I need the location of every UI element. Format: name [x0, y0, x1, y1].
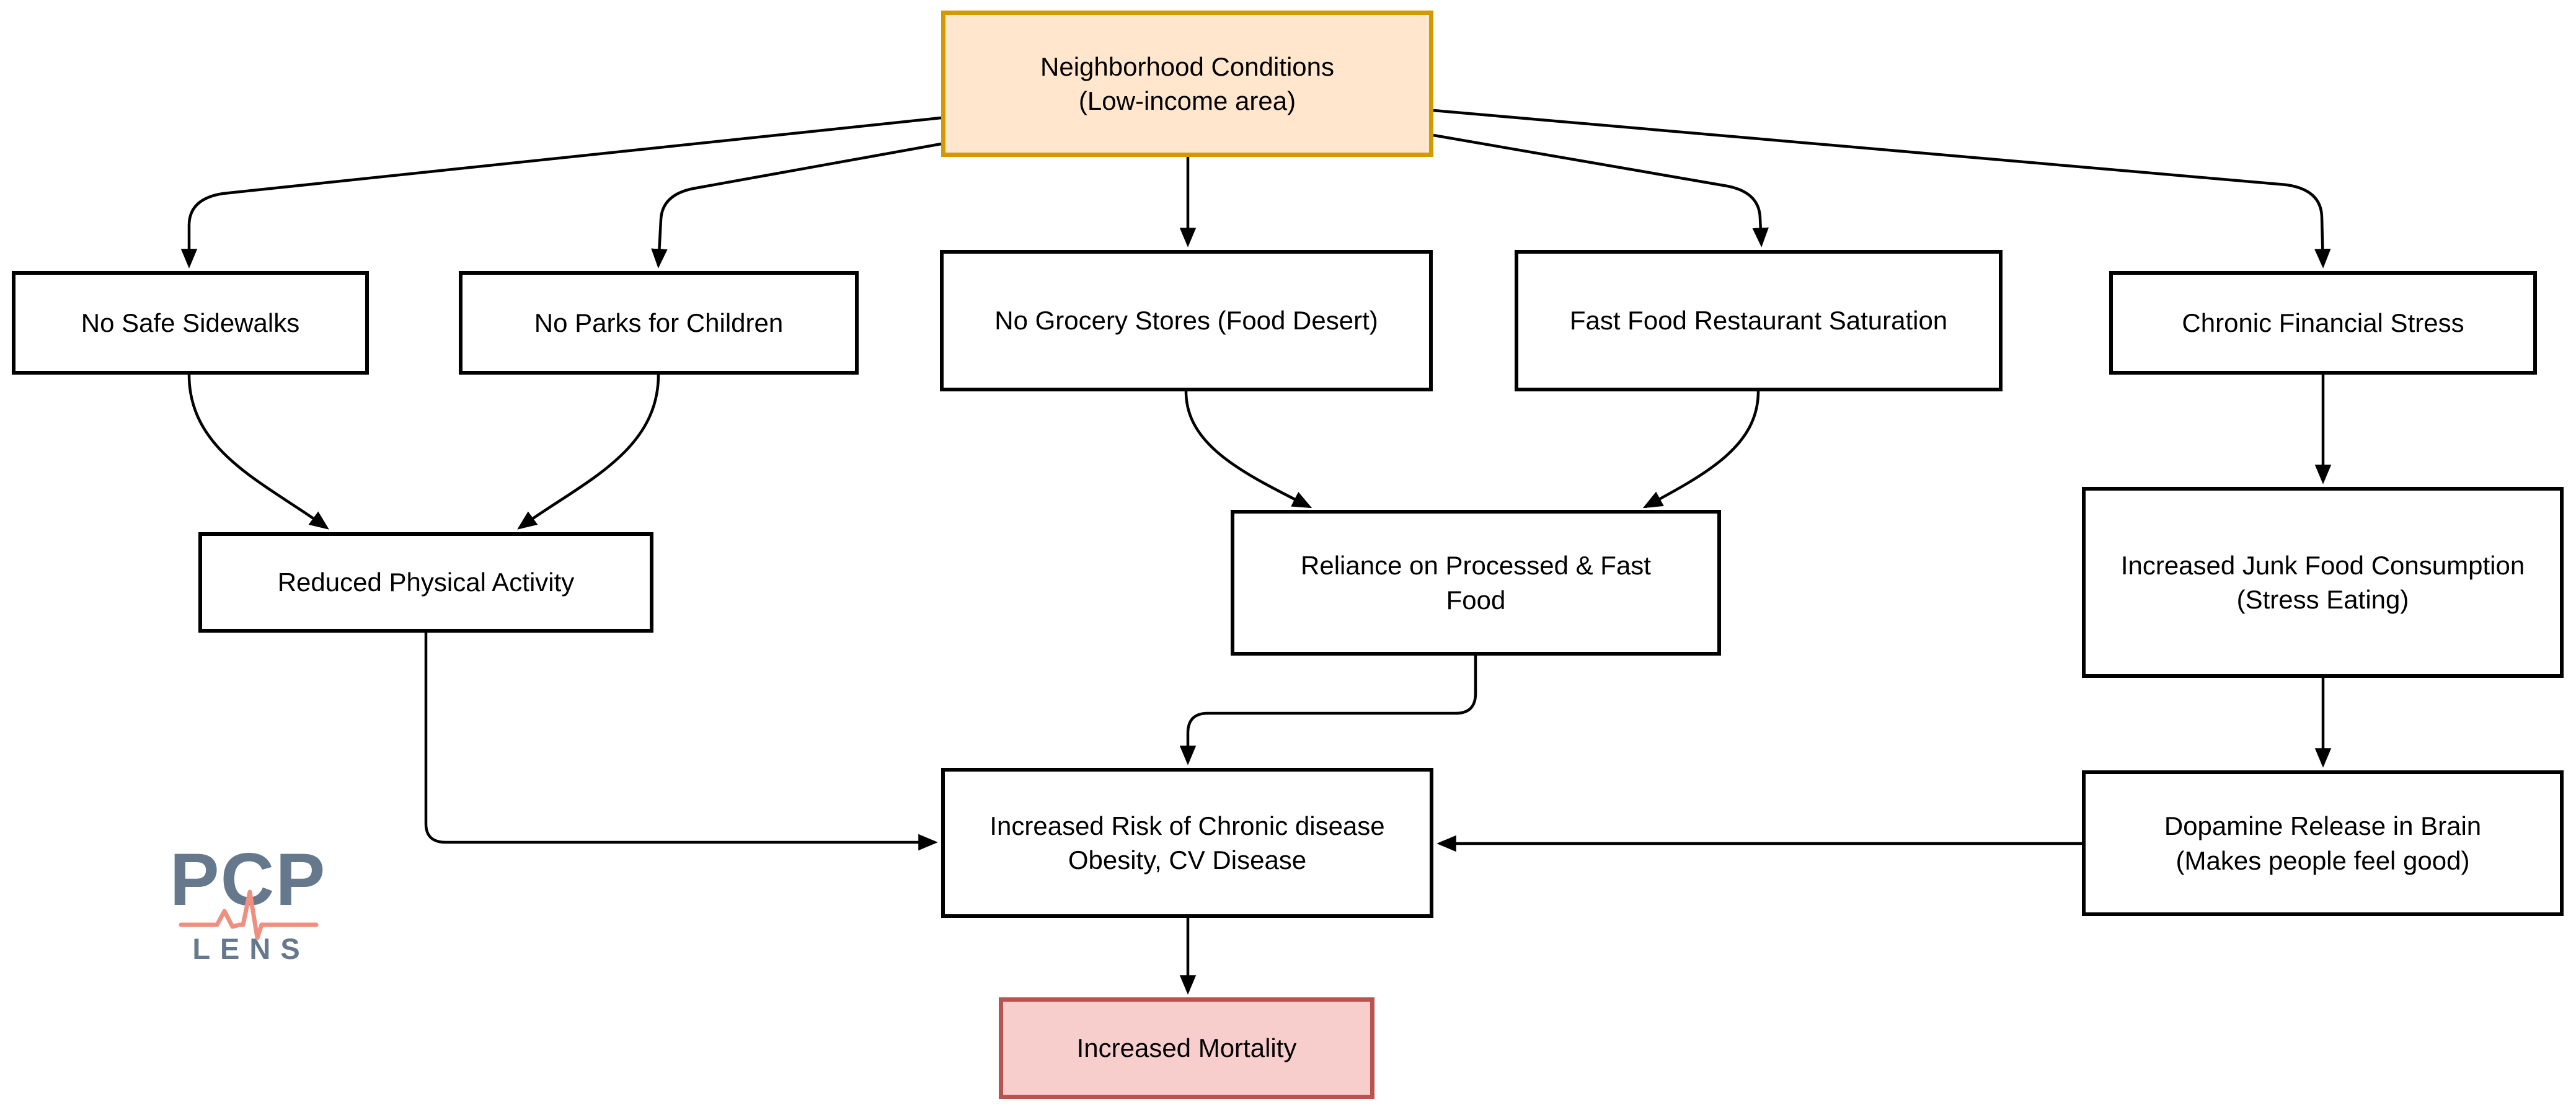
logo-title: PCP: [169, 838, 327, 921]
node-label: Increased Junk Food Consumption (Stress …: [2120, 550, 2525, 614]
node-neighborhood-conditions[interactable]: Neighborhood Conditions (Low-income area…: [941, 11, 1433, 157]
node-label: Reliance on Processed & Fast Food: [1301, 551, 1651, 615]
edge-activity-to-disease[interactable]: [424, 633, 938, 851]
edge-reliance-to-disease[interactable]: [1179, 656, 1477, 765]
logo-subtitle: LENS: [192, 932, 310, 965]
node-chronic-disease-risk[interactable]: Increased Risk of Chronic disease Obesit…: [941, 768, 1433, 918]
node-label: No Safe Sidewalks: [81, 308, 300, 337]
edge-fastfood-to-reliance[interactable]: [1642, 391, 1760, 509]
node-increased-mortality[interactable]: Increased Mortality: [999, 997, 1374, 1099]
node-no-parks-for-children[interactable]: No Parks for Children: [459, 271, 859, 375]
node-no-grocery-stores[interactable]: No Grocery Stores (Food Desert): [940, 250, 1433, 391]
node-label: Chronic Financial Stress: [2182, 308, 2464, 337]
node-chronic-financial-stress[interactable]: Chronic Financial Stress: [2109, 271, 2537, 375]
node-reduced-physical-activity[interactable]: Reduced Physical Activity: [198, 532, 653, 633]
edge-parks-to-activity[interactable]: [517, 374, 660, 530]
node-label: Dopamine Release in Brain (Makes people …: [2164, 811, 2482, 875]
node-label: Fast Food Restaurant Saturation: [1569, 306, 1948, 336]
node-label: No Grocery Stores (Food Desert): [994, 306, 1378, 336]
node-label: Neighborhood Conditions (Low-income area…: [1040, 51, 1334, 115]
node-label: Reduced Physical Activity: [277, 568, 575, 597]
node-no-safe-sidewalks[interactable]: No Safe Sidewalks: [12, 271, 369, 375]
node-dopamine-release[interactable]: Dopamine Release in Brain (Makes people …: [2082, 770, 2564, 916]
edge-conditions-to-stress[interactable]: [1433, 109, 2331, 269]
edge-conditions-to-sidewalks[interactable]: [180, 116, 942, 269]
node-fast-food-saturation[interactable]: Fast Food Restaurant Saturation: [1515, 250, 2003, 391]
edge-sidewalks-to-activity[interactable]: [187, 374, 329, 530]
edge-conditions-to-parks[interactable]: [651, 142, 942, 269]
pcp-lens-logo: PCP LENS: [155, 842, 341, 966]
node-label: No Parks for Children: [534, 308, 784, 337]
edge-grocery-to-reliance[interactable]: [1184, 391, 1312, 509]
node-reliance-processed-fast-food[interactable]: Reliance on Processed & Fast Food: [1231, 510, 1721, 656]
node-label: Increased Risk of Chronic disease Obesit…: [989, 811, 1385, 875]
node-label: Increased Mortality: [1076, 1033, 1297, 1063]
edge-conditions-to-fastfood[interactable]: [1433, 133, 1769, 247]
node-increased-junk-food[interactable]: Increased Junk Food Consumption (Stress …: [2082, 487, 2564, 678]
